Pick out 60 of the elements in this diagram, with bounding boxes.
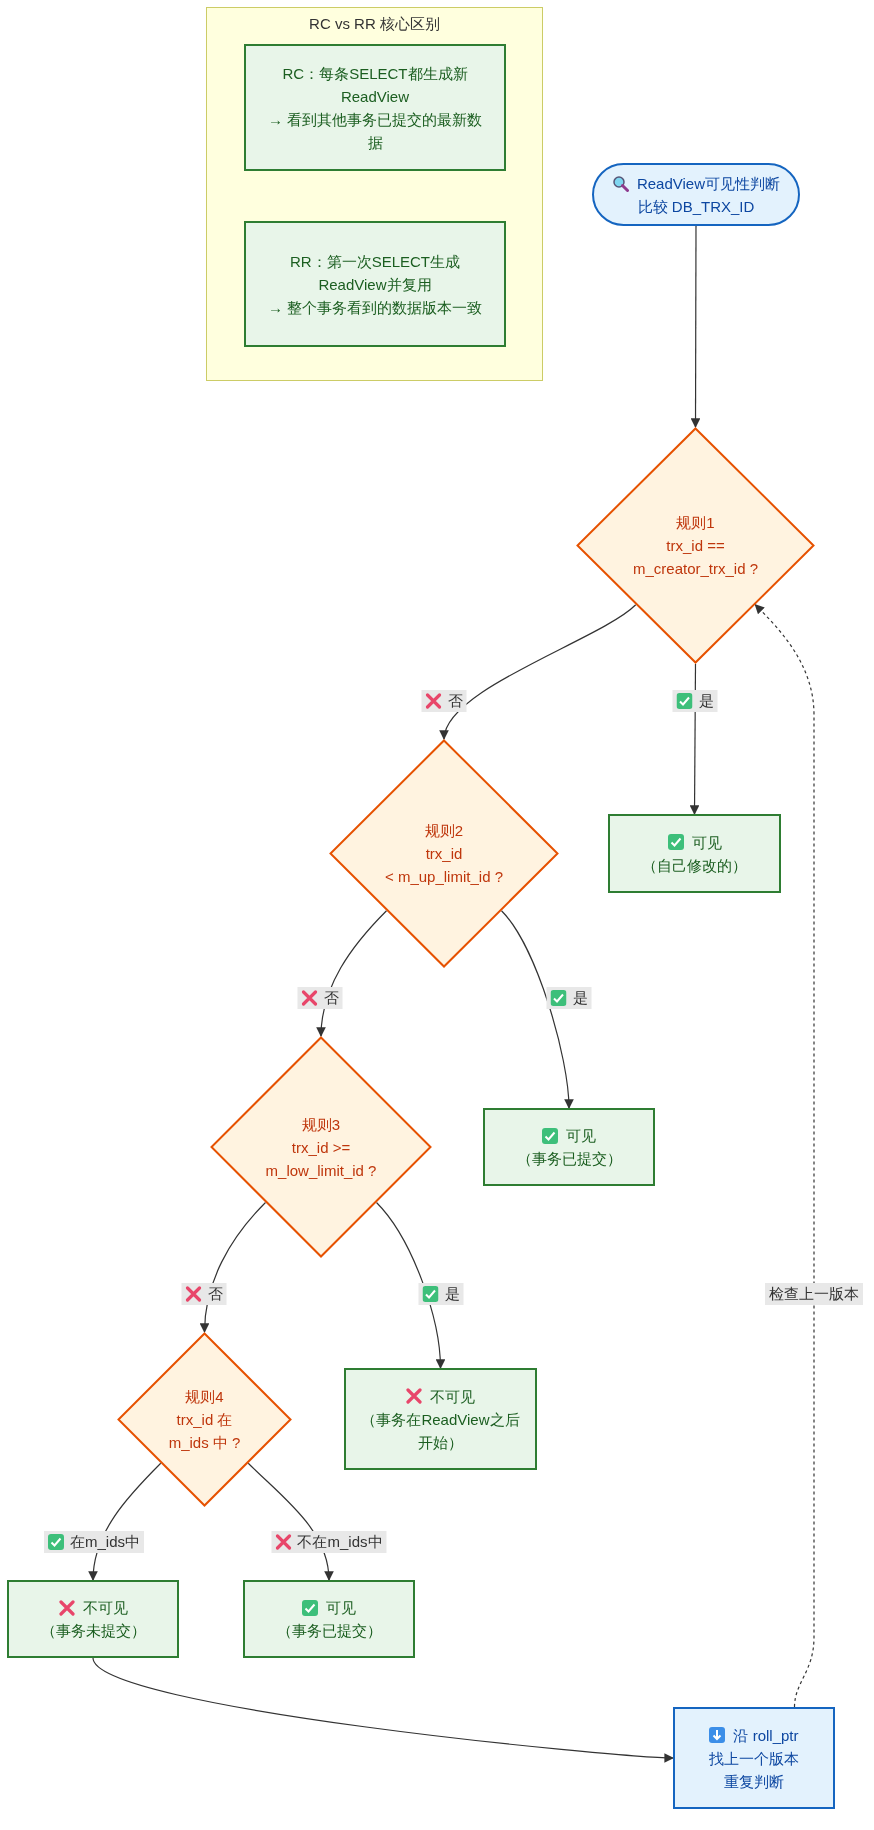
edge-label: 否 <box>323 988 339 1008</box>
node-title: ReadView可见性判断 <box>636 173 781 194</box>
edge-label: 检查上一版本 <box>769 1284 859 1304</box>
node-title: 规则4 <box>185 1387 224 1407</box>
node-text: → 看到其他事务已提交的最新数据 <box>266 109 484 153</box>
edge-label: 是 <box>444 1284 460 1304</box>
edge-label: 否 <box>447 691 463 711</box>
node-title: 不可见 <box>82 1598 128 1618</box>
edge-label: 是 <box>572 988 588 1008</box>
decision-diamond <box>329 739 559 968</box>
node-text: m_ids 中 ? <box>168 1433 241 1453</box>
node-title: 可见 <box>691 832 722 853</box>
arrow <box>441 604 637 740</box>
arrow <box>690 225 701 428</box>
node-text: （事务未提交） <box>40 1621 146 1641</box>
note-box <box>244 221 506 347</box>
node-title: RR：第一次SELECT生成ReadView并复用 <box>289 251 461 295</box>
result-box <box>344 1368 537 1470</box>
result-box <box>7 1580 179 1658</box>
node-text: m_creator_trx_id ? <box>632 559 759 579</box>
dashed-arrow <box>754 604 815 1708</box>
process-box <box>673 1707 835 1809</box>
arrow <box>500 910 574 1109</box>
node-text: → 整个事务看到的数据版本一致 <box>267 297 483 318</box>
arrow <box>375 1201 445 1369</box>
decision-diamond <box>576 427 815 664</box>
node-text: trx_id == <box>666 536 725 556</box>
node-text: （事务已提交） <box>276 1621 382 1641</box>
edge-label: 是 <box>698 691 714 711</box>
node-title: RC：每条SELECT都生成新ReadView <box>281 63 469 107</box>
result-box <box>483 1108 655 1186</box>
note-box <box>244 44 506 171</box>
result-box <box>608 814 781 893</box>
node-text: 找上一个版本 <box>709 1748 799 1769</box>
node-text: m_low_limit_id ? <box>265 1160 377 1181</box>
node-text: （事务已提交） <box>516 1149 622 1169</box>
node-title: 规则2 <box>424 821 464 841</box>
node-text: （事务在ReadView之后开始） <box>360 1409 521 1453</box>
node-title: 沿 roll_ptr <box>733 1725 799 1746</box>
decision-diamond <box>117 1332 292 1507</box>
node-text: trx_id 在 <box>176 1410 233 1430</box>
edge-label: 在m_ids中 <box>70 1532 140 1552</box>
group-panel <box>206 7 543 381</box>
arrow <box>92 1657 674 1763</box>
decision-diamond <box>210 1036 432 1258</box>
node-text: trx_id >= <box>291 1137 351 1158</box>
node-title: 可见 <box>566 1126 596 1146</box>
edge-label: 不在m_ids中 <box>297 1532 383 1552</box>
node-text: 重复判断 <box>724 1771 784 1792</box>
node-title: 可见 <box>326 1598 356 1618</box>
edge-label: 否 <box>207 1284 223 1304</box>
node-text: trx_id <box>425 844 463 864</box>
node-title: 规则3 <box>301 1114 341 1135</box>
node-text: 比较 DB_TRX_ID <box>637 196 755 217</box>
node-text: < m_up_limit_id ? <box>385 867 503 887</box>
result-box <box>243 1580 415 1658</box>
node-title: 不可见 <box>430 1386 475 1407</box>
node-title: 规则1 <box>676 513 715 533</box>
group-title: RC vs RR 核心区别 <box>309 14 440 34</box>
node-text: （自己修改的） <box>642 855 747 876</box>
